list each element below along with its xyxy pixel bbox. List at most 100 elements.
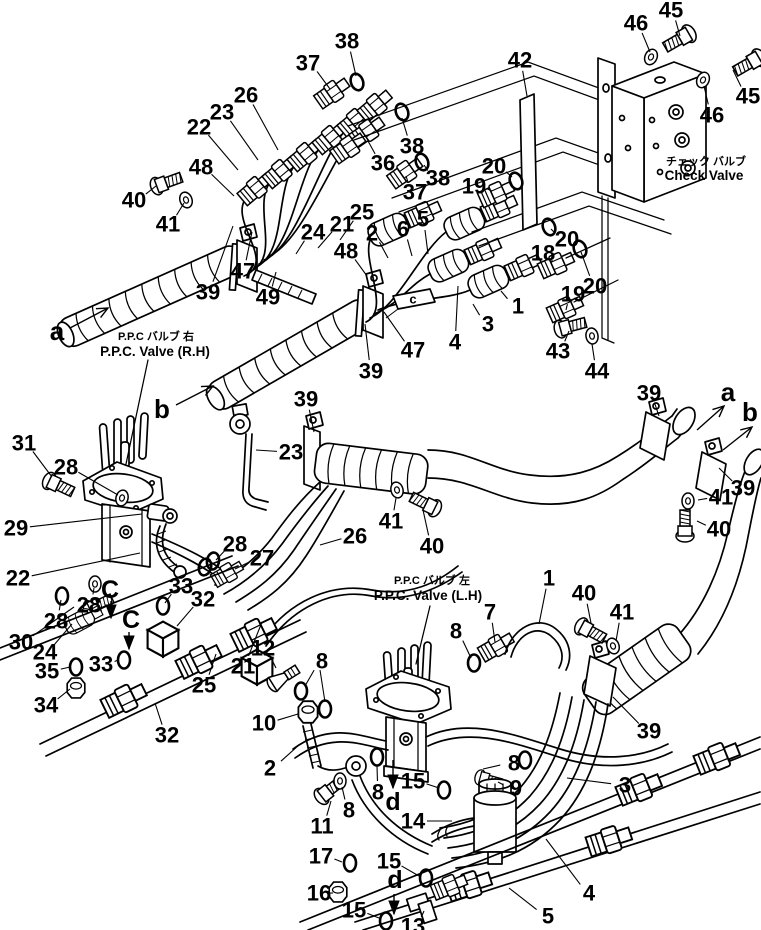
callout-37: 37 [296,51,320,76]
leader-line [92,587,95,595]
leader-line [406,239,413,257]
callout-41: 41 [709,485,733,510]
corrugated-hose-middle [313,442,429,495]
callout-3: 3 [482,312,494,337]
callout-22: 22 [187,115,211,140]
callout-24: 24 [301,220,326,245]
leader-line [270,656,277,669]
arrow-head-solid [388,900,400,916]
leader-line [271,271,277,287]
check-valve-label-ja: チェック バルブ [666,154,746,168]
callout-32: 32 [191,587,215,612]
leader-line [641,32,651,53]
callout-22: 22 [6,566,30,591]
leader-line [482,764,501,770]
callout-25: 25 [350,200,374,225]
callout-8: 8 [450,619,462,644]
callout-15: 15 [401,769,425,794]
callout-39: 39 [196,280,220,305]
leader-line [566,777,612,785]
callout-5: 5 [417,207,429,232]
callout-39: 39 [731,476,755,501]
leader-line [522,70,528,97]
leader-line [564,330,570,342]
leader-line [58,599,62,611]
callout-45: 45 [659,0,683,23]
callout-48: 48 [189,155,213,180]
leader-line [207,134,239,171]
check-valve-label-en: Check Valve [665,168,744,183]
callout-18: 18 [531,241,555,266]
arrow-head-solid [105,604,117,620]
leader-line [383,311,405,342]
leader-line [401,117,408,136]
callout-44: 44 [585,359,610,384]
callout-41: 41 [610,600,634,625]
callout-28: 28 [77,593,101,618]
callout-26: 26 [234,83,258,108]
callout-40: 40 [122,188,146,213]
callout-33: 33 [89,652,113,677]
clamp-39-b-end [695,437,727,501]
callout-30: 30 [9,630,33,655]
leader-line [334,858,343,863]
callout-4: 4 [583,881,596,906]
callout-8: 8 [343,798,355,823]
leader-line [295,240,305,255]
ppc-lh-label-ja: P.P.C バルブ 左 [394,573,470,587]
callout-1: 1 [543,566,555,591]
leader-line [675,20,681,37]
callout-2: 2 [366,221,378,246]
leader-line [154,702,163,725]
leader-line [401,865,420,877]
leader-line [32,451,53,478]
strip-49 [251,269,317,305]
callout-40: 40 [572,581,596,606]
corrugated-hose-b [205,299,374,411]
leader-line [696,520,707,526]
leader-line [367,912,380,919]
leader-line [462,640,472,659]
arrow-head [200,385,215,396]
leader-line [580,251,591,277]
leader-line [497,781,503,786]
ppc-rh-label-en: P.P.C. Valve (R.H) [100,344,210,359]
callout-20: 20 [482,154,506,179]
leader-line [145,185,157,195]
leader-line [455,285,459,332]
leader-line [500,290,508,300]
leader-line [319,538,342,546]
callout-11: 11 [310,814,333,839]
leader-line [78,471,119,496]
callout-8: 8 [372,780,384,805]
leader-line [114,659,119,662]
leader-line [252,104,279,151]
leader-line [538,588,547,625]
leader-line [255,449,278,452]
plate-42 [519,93,538,231]
leader-line [422,509,430,536]
callout-15: 15 [377,849,401,874]
callout-28: 28 [44,609,68,634]
leader-line [424,229,429,255]
callout-8: 8 [508,751,520,776]
leader-line [426,783,440,789]
callout-9: 9 [510,776,522,801]
hose-22 [155,523,187,579]
callout-34: 34 [34,693,59,718]
corrugated-hose-a [56,245,245,348]
arrow-head [712,404,726,418]
callout-23: 23 [279,440,303,465]
callout-46: 46 [700,103,724,128]
callout-33: 33 [169,574,193,599]
callout-a: a [721,377,736,407]
callout-6: 6 [397,217,409,242]
callout-13: 13 [401,914,425,930]
leader-line [229,120,259,161]
callout-41: 41 [379,509,403,534]
callout-a: a [50,316,65,346]
hose-b-run [675,455,761,655]
leader-line [550,228,556,234]
callout-38: 38 [335,29,359,54]
